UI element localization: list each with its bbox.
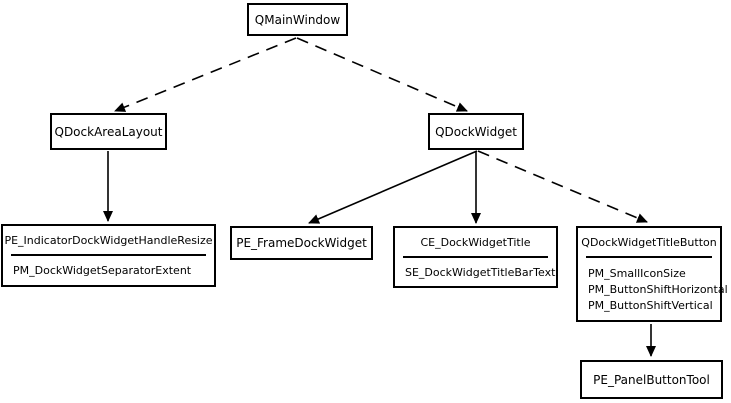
edge-qmainwindow-qdockarealayout <box>114 37 297 112</box>
node-qdockarealayout: QDockAreaLayout <box>50 113 167 150</box>
node-qmainwindow: QMainWindow <box>247 3 348 36</box>
compartment-divider <box>11 254 206 256</box>
edge-qmainwindow-qdockwidget <box>296 37 468 112</box>
node-dock-widget-title-items: SE_DockWidgetTitleBarText <box>395 258 556 286</box>
node-qdockarealayout-label: QDockAreaLayout <box>54 124 163 139</box>
node-qdockwidget-label: QDockWidget <box>435 124 517 139</box>
node-frame-dock-widget-label: PE_FrameDockWidget <box>236 236 367 250</box>
attribute-item: PM_ButtonShiftVertical <box>588 298 713 312</box>
node-qmainwindow-label: QMainWindow <box>254 12 341 27</box>
node-title-button-items: PM_SmallIconSize PM_ButtonShiftHorizonta… <box>578 258 728 320</box>
attribute-item: PM_DockWidgetSeparatorExtent <box>13 264 192 277</box>
node-panel-button-tool-label: PE_PanelButtonTool <box>593 372 710 387</box>
node-dock-separator-items: PM_DockWidgetSeparatorExtent <box>3 256 214 285</box>
edge-qdockwidget-titlebutton <box>477 150 648 223</box>
compartment-divider <box>586 256 712 258</box>
node-dock-separator: PE_IndicatorDockWidgetHandleResize PM_Do… <box>1 224 216 287</box>
node-title-button: QDockWidgetTitleButton PM_SmallIconSize … <box>576 226 728 322</box>
node-dock-widget-title-title: CE_DockWidgetTitle <box>420 235 531 249</box>
node-panel-button-tool: PE_PanelButtonTool <box>580 360 723 399</box>
edge-qdockwidget-framedock <box>308 150 478 224</box>
attribute-item: SE_DockWidgetTitleBarText <box>405 265 556 279</box>
node-qdockwidget: QDockWidget <box>428 113 524 150</box>
compartment-divider <box>403 256 548 258</box>
node-dock-separator-title: PE_IndicatorDockWidgetHandleResize <box>4 233 213 247</box>
node-dock-widget-title: CE_DockWidgetTitle SE_DockWidgetTitleBar… <box>393 226 558 288</box>
attribute-item: PM_ButtonShiftHorizontal <box>588 282 728 296</box>
node-title-button-title: QDockWidgetTitleButton <box>581 235 717 249</box>
attribute-item: PM_SmallIconSize <box>588 266 686 280</box>
node-frame-dock-widget: PE_FrameDockWidget <box>230 226 373 260</box>
